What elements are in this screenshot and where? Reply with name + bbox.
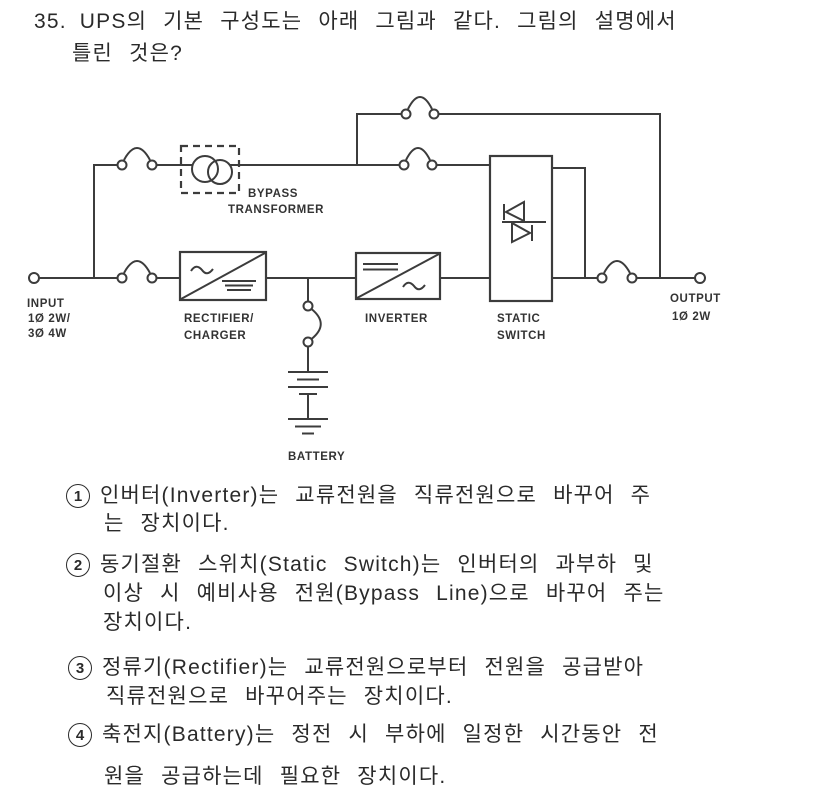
output-terminal: [694, 272, 706, 284]
inverter-label: INVERTER: [365, 313, 428, 325]
option-2-line-3: 장치이다.: [103, 611, 193, 634]
battery-label: BATTERY: [288, 451, 345, 463]
option-1-line-2: 는 장치이다.: [104, 512, 230, 535]
option-3: 3 정류기(Rectifier)는 교류전원으로부터 전원을 공급받아: [68, 655, 644, 680]
option-4-number: 4: [68, 723, 92, 747]
bypass-transformer-label-1: BYPASS: [248, 188, 298, 200]
bypass-line-wire: [93, 147, 490, 278]
top-bypass-wire: [356, 96, 661, 278]
bypass-transformer-label-2: TRANSFORMER: [228, 204, 324, 216]
inverter-symbol: [354, 251, 442, 301]
static-switch-label-2: SWITCH: [497, 330, 546, 342]
rectifier-charger-symbol: [178, 250, 268, 302]
rectifier-label-2: CHARGER: [184, 330, 246, 342]
input-spec-label-1: 1Ø 2W/: [28, 313, 71, 325]
option-1-line-1: 인버터(Inverter)는 교류전원을 직류전원으로 바꾸어 주: [100, 484, 652, 507]
option-4: 4 축전지(Battery)는 정전 시 부하에 일정한 시간동안 전: [68, 722, 659, 747]
question-line-1: 35. UPS의 기본 구성도는 아래 그림과 같다. 그림의 설명에서: [34, 9, 677, 34]
option-3-line-1: 정류기(Rectifier)는 교류전원으로부터 전원을 공급받아: [102, 656, 645, 679]
input-label: INPUT: [27, 298, 65, 310]
rectifier-label-1: RECTIFIER/: [184, 313, 254, 325]
question-text: UPS의 기본 구성도는 아래 그림과 같다. 그림의 설명에서: [79, 10, 677, 33]
option-2-number: 2: [66, 553, 90, 577]
output-spec-label: 1Ø 2W: [672, 311, 711, 323]
static-switch-symbol: [488, 154, 586, 303]
option-1: 1 인버터(Inverter)는 교류전원을 직류전원으로 바꾸어 주: [66, 483, 651, 508]
battery-branch: [288, 278, 328, 435]
ups-diagram: BYPASS TRANSFORMER RECTIFIER/: [27, 96, 721, 463]
option-4-line-1: 축전지(Battery)는 정전 시 부하에 일정한 시간동안 전: [102, 723, 659, 746]
input-terminal: [28, 272, 40, 284]
bypass-transformer-symbol: [179, 144, 241, 195]
option-3-number: 3: [68, 656, 92, 680]
option-3-line-2: 직류전원으로 바꾸어주는 장치이다.: [106, 685, 453, 708]
question-number: 35.: [34, 10, 67, 33]
battery-symbol: [288, 371, 328, 435]
option-2-line-2: 이상 시 예비사용 전원(Bypass Line)으로 바꾸어 주는: [103, 582, 665, 605]
option-4-line-2: 원을 공급하는데 필요한 장치이다.: [104, 765, 447, 788]
static-switch-label-1: STATIC: [497, 313, 540, 325]
option-2: 2 동기절환 스위치(Static Switch)는 인버터의 과부하 및: [66, 552, 654, 577]
option-2-line-1: 동기절환 스위치(Static Switch)는 인버터의 과부하 및: [100, 553, 654, 576]
question-line-2: 틀린 것은?: [72, 42, 183, 65]
output-label: OUTPUT: [670, 293, 721, 305]
main-line-wire: [28, 260, 706, 284]
input-spec-label-2: 3Ø 4W: [28, 328, 67, 340]
option-1-number: 1: [66, 484, 90, 508]
